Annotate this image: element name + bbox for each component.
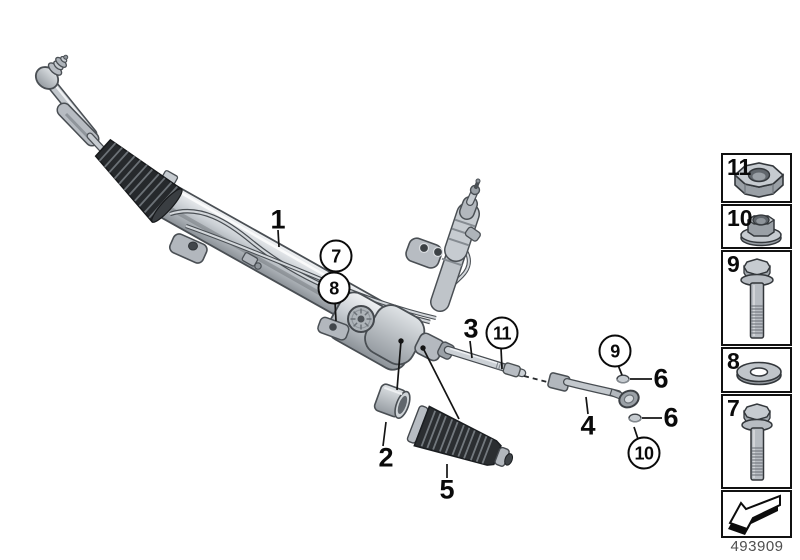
callout-7[interactable]: 7 xyxy=(319,239,353,273)
callout-11[interactable]: 11 xyxy=(485,316,519,350)
legend-item-10-label: 10 xyxy=(727,205,753,231)
flange-bolt-long-icon xyxy=(740,258,774,339)
legend-item-9[interactable]: 9 xyxy=(721,250,792,346)
bushing xyxy=(373,383,411,420)
callout-6-upper[interactable]: 6 xyxy=(653,363,669,394)
inner-tie-rod xyxy=(443,345,527,378)
pinion-housing xyxy=(317,291,455,371)
left-tie-rod xyxy=(34,54,116,164)
flange-bolt-icon xyxy=(741,403,773,481)
legend-item-8-label: 8 xyxy=(727,348,740,374)
legend-direction-box xyxy=(721,490,792,538)
hex-nut-icon xyxy=(733,162,785,198)
legend-item-11[interactable]: 11 xyxy=(721,153,792,203)
steering-valve xyxy=(405,178,481,312)
callout-6-lower[interactable]: 6 xyxy=(663,402,679,433)
left-bellow xyxy=(94,138,183,224)
legend-item-9-label: 9 xyxy=(727,251,740,277)
spare-bellow xyxy=(406,405,514,467)
callout-3[interactable]: 3 xyxy=(463,313,479,344)
callout-4[interactable]: 4 xyxy=(580,410,596,441)
ribbed-boss xyxy=(347,305,375,333)
outer-tie-rod xyxy=(547,372,642,423)
legend-item-7-label: 7 xyxy=(727,395,740,421)
legend-item-8[interactable]: 8 xyxy=(721,347,792,393)
direction-arrow-icon xyxy=(728,494,781,535)
diagram-part-number: 493909 xyxy=(730,538,784,555)
valve-bracket xyxy=(405,237,444,269)
legend-item-11-label: 11 xyxy=(727,154,752,180)
callout-8[interactable]: 8 xyxy=(317,271,351,305)
callout-5[interactable]: 5 xyxy=(439,474,455,505)
legend-item-10[interactable]: 10 xyxy=(721,204,792,249)
leader-lines xyxy=(277,229,662,478)
leader-dot xyxy=(420,345,426,351)
callout-1[interactable]: 1 xyxy=(270,204,286,235)
legend-item-7[interactable]: 7 xyxy=(721,394,792,489)
leader-dot xyxy=(398,338,404,344)
axis-dashed-line xyxy=(523,375,552,384)
washer-upper xyxy=(616,374,630,384)
input-shaft xyxy=(466,178,481,206)
flange-nut-icon xyxy=(740,214,782,247)
callout-2[interactable]: 2 xyxy=(378,442,394,473)
washer-lower xyxy=(628,413,642,423)
ball-stud xyxy=(47,54,69,76)
callout-9[interactable]: 9 xyxy=(598,334,632,368)
callout-10[interactable]: 10 xyxy=(627,436,661,470)
washer-icon xyxy=(736,361,782,386)
